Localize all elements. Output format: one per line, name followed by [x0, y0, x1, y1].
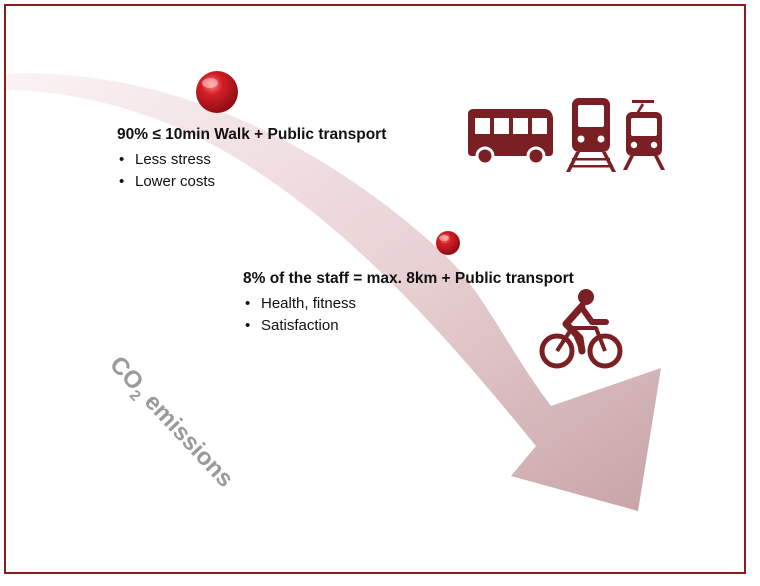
tram-icon — [623, 100, 665, 170]
marker-dot-1 — [196, 71, 238, 113]
point-2-bullets: Health, fitness Satisfaction — [245, 293, 356, 337]
bus-icon — [468, 109, 553, 166]
marker-dot-2 — [436, 231, 460, 255]
emissions-arrow — [6, 73, 661, 511]
point-1-bullet: Less stress — [119, 149, 215, 171]
slide-frame: 90% ≤ 10min Walk + Public transport Less… — [4, 4, 746, 574]
point-1-heading: 90% ≤ 10min Walk + Public transport — [117, 126, 387, 143]
point-1-bullet: Lower costs — [119, 171, 215, 193]
diagram-canvas — [6, 71, 665, 511]
point-2-bullet: Satisfaction — [245, 315, 356, 337]
bicycle-icon — [539, 289, 623, 369]
point-2-heading: 8% of the staff = max. 8km + Public tran… — [243, 270, 574, 287]
point-2-bullet: Health, fitness — [245, 293, 356, 315]
marker-dot-2-shine — [439, 235, 449, 241]
point-1-bullets: Less stress Lower costs — [119, 149, 215, 193]
marker-dot-1-shine — [202, 78, 218, 88]
train-icon — [566, 98, 616, 172]
